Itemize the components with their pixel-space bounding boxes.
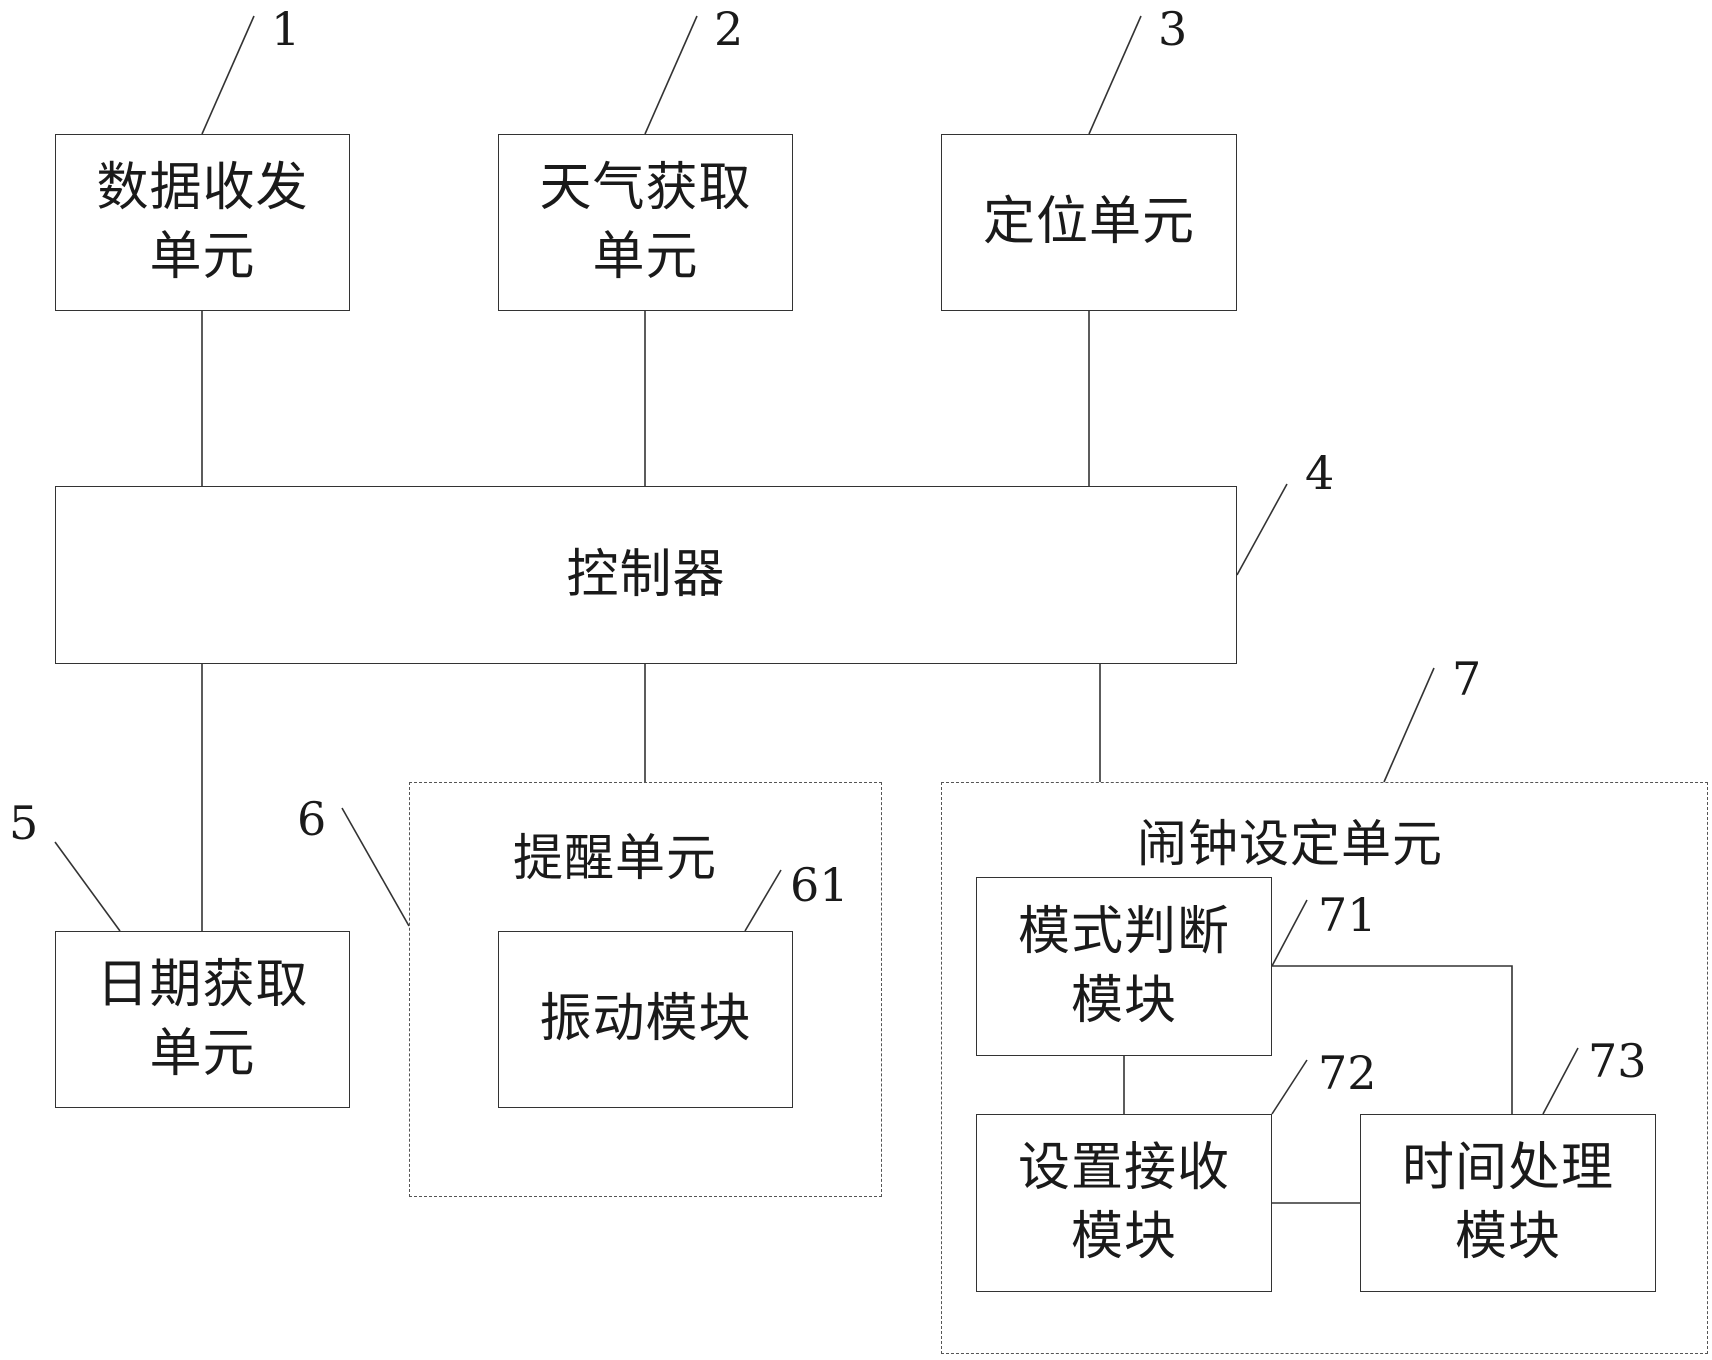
data-transceiver-label-line1: 数据收发 bbox=[96, 154, 308, 223]
leader-line-3 bbox=[1089, 16, 1141, 134]
ref-numeral-5: 5 bbox=[9, 800, 38, 846]
ref-numeral-2: 2 bbox=[714, 6, 743, 52]
mode-judgment-module: 模式判断 模块 bbox=[976, 877, 1272, 1056]
ref-numeral-72: 72 bbox=[1318, 1050, 1377, 1096]
time-processing-module: 时间处理 模块 bbox=[1360, 1114, 1656, 1292]
vibration-module: 振动模块 bbox=[498, 931, 793, 1108]
date-acquisition-unit: 日期获取 单元 bbox=[55, 931, 350, 1108]
data-transceiver-unit: 数据收发 单元 bbox=[55, 134, 350, 311]
ref-numeral-1: 1 bbox=[271, 6, 300, 52]
positioning-unit: 定位单元 bbox=[941, 134, 1237, 311]
ref-numeral-4: 4 bbox=[1305, 450, 1334, 496]
setting-receiving-module: 设置接收 模块 bbox=[976, 1114, 1272, 1292]
weather-acquisition-unit: 天气获取 单元 bbox=[498, 134, 793, 311]
reminder-unit-title: 提醒单元 bbox=[513, 818, 717, 890]
ref-numeral-6: 6 bbox=[297, 796, 326, 842]
weather-acquisition-label-line1: 天气获取 bbox=[539, 154, 751, 223]
leader-line-5 bbox=[55, 842, 120, 931]
leader-line-1 bbox=[202, 16, 254, 134]
setting-receiving-label-line1: 设置接收 bbox=[1018, 1134, 1230, 1203]
leader-line-4 bbox=[1237, 484, 1287, 575]
ref-numeral-3: 3 bbox=[1158, 6, 1187, 52]
ref-numeral-7: 7 bbox=[1452, 656, 1481, 702]
leader-line-7 bbox=[1384, 668, 1434, 782]
leader-line-6 bbox=[342, 808, 409, 926]
mode-judgment-label-line1: 模式判断 bbox=[1018, 898, 1230, 967]
data-transceiver-label-line2: 单元 bbox=[96, 223, 308, 292]
time-processing-label-line1: 时间处理 bbox=[1402, 1134, 1614, 1203]
alarm-setting-unit-title: 闹钟设定单元 bbox=[1137, 804, 1443, 876]
date-acquisition-label-line1: 日期获取 bbox=[96, 951, 308, 1020]
mode-judgment-label-line2: 模块 bbox=[1018, 967, 1230, 1036]
setting-receiving-label-line2: 模块 bbox=[1018, 1203, 1230, 1272]
ref-numeral-71: 71 bbox=[1318, 892, 1377, 938]
positioning-label: 定位单元 bbox=[983, 188, 1195, 257]
leader-line-2 bbox=[645, 16, 697, 134]
ref-numeral-73: 73 bbox=[1588, 1038, 1647, 1084]
controller-block: 控制器 bbox=[55, 486, 1237, 664]
date-acquisition-label-line2: 单元 bbox=[96, 1020, 308, 1089]
vibration-module-label: 振动模块 bbox=[539, 985, 751, 1054]
weather-acquisition-label-line2: 单元 bbox=[539, 223, 751, 292]
controller-label: 控制器 bbox=[566, 541, 725, 610]
time-processing-label-line2: 模块 bbox=[1402, 1203, 1614, 1272]
ref-numeral-61: 61 bbox=[790, 862, 849, 908]
